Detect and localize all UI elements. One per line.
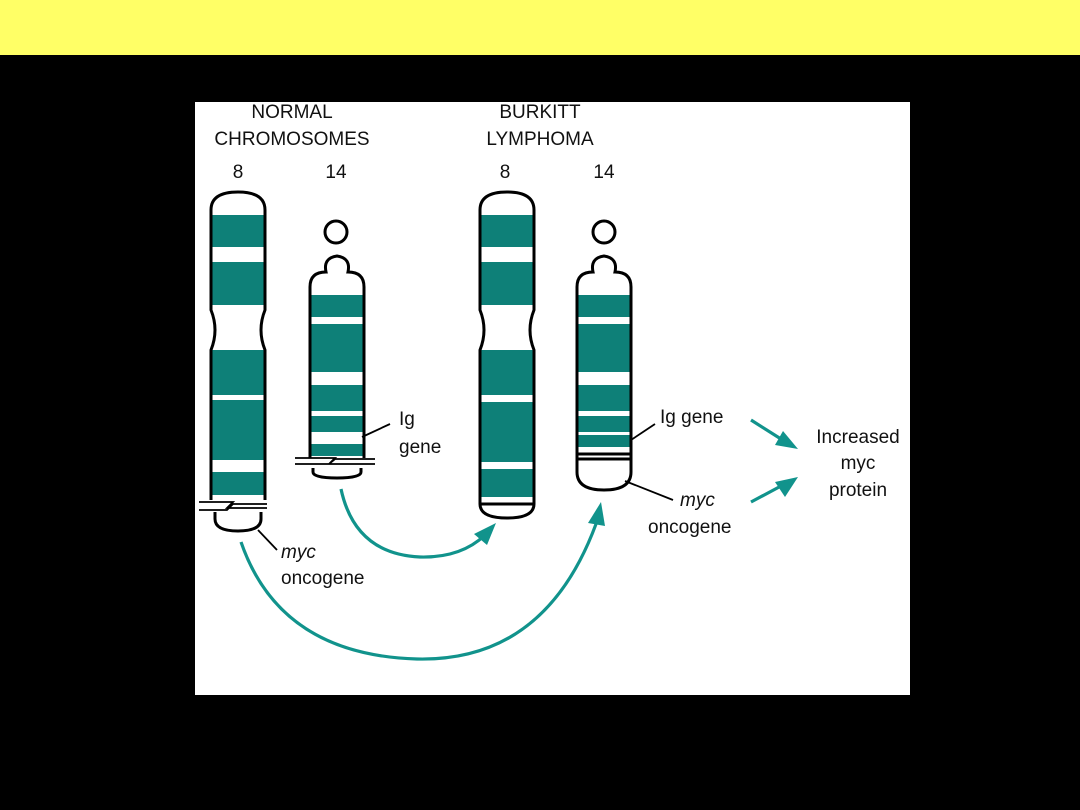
normal-heading-line1: NORMAL xyxy=(251,102,332,123)
myc2-label-line2: oncogene xyxy=(648,517,731,538)
translocation-arrow-8-to-14 xyxy=(239,502,605,661)
burkitt-label-14: 14 xyxy=(593,162,615,183)
burkitt-translocation-diagram: NORMAL CHROMOSOMES 8 14 BURKITT LYMPHOMA… xyxy=(195,102,910,695)
ig-gene-label: Ig gene xyxy=(660,407,723,428)
myc2-leader xyxy=(624,480,674,501)
burkitt-label-8: 8 xyxy=(500,162,511,183)
myc-leader xyxy=(257,529,278,551)
ig-gene-arrow xyxy=(750,418,798,449)
myc-arrow xyxy=(750,477,798,504)
translocation-arrow-14-to-8 xyxy=(339,488,496,559)
burkitt-heading-line2: LYMPHOMA xyxy=(486,129,594,150)
normal-chromosome-8 xyxy=(199,190,267,533)
burkitt-chromosome-8 xyxy=(478,190,536,520)
normal-heading-line2: CHROMOSOMES xyxy=(214,129,369,150)
burkitt-heading: BURKITT LYMPHOMA xyxy=(486,102,594,150)
myc-label-line1: myc xyxy=(281,542,316,563)
satellite-14 xyxy=(323,219,349,245)
burkitt-chromosome-14 xyxy=(575,219,633,492)
break-point-8 xyxy=(199,501,267,511)
result-label-line1: Increased xyxy=(816,427,899,448)
ig-label-line2: gene xyxy=(399,437,441,458)
normal-heading: NORMAL CHROMOSOMES xyxy=(214,102,369,150)
result-label-line3: protein xyxy=(829,480,887,501)
ig-gene-leader xyxy=(630,423,656,441)
ig-label-line1: Ig xyxy=(399,409,415,430)
break-point-14 xyxy=(295,457,375,465)
burkitt-heading-line1: BURKITT xyxy=(499,102,581,123)
ig-leader xyxy=(361,423,391,438)
myc-label-line2: oncogene xyxy=(281,568,364,589)
myc2-label-line1: myc xyxy=(680,490,715,511)
title-bar xyxy=(0,0,1080,55)
normal-chromosome-14 xyxy=(295,219,375,480)
normal-label-14: 14 xyxy=(325,162,347,183)
satellite-burkitt-14 xyxy=(591,219,617,245)
result-label-line2: myc xyxy=(841,453,876,474)
normal-label-8: 8 xyxy=(233,162,244,183)
